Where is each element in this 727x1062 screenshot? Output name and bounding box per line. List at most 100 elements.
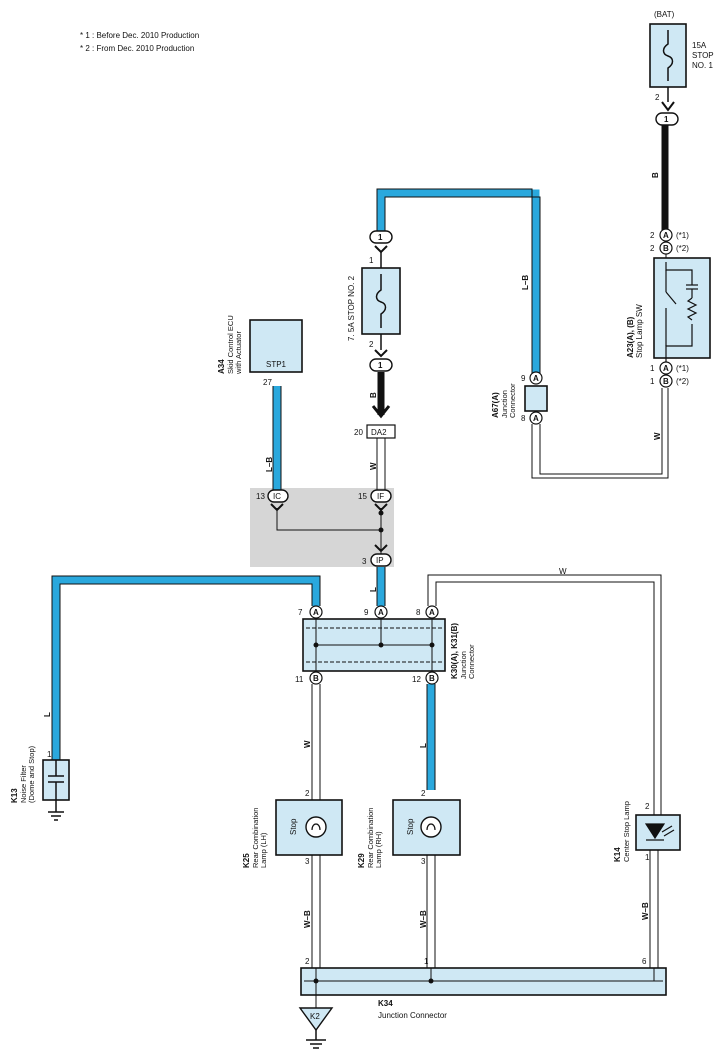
sw-conn-b-bot: B [663,377,669,386]
k30-pin-a9 [374,605,388,619]
a34-terminal: STP1 [266,360,287,369]
k30-pin-b11 [309,671,323,685]
plug-icon [661,101,675,112]
a34-id: A34 [217,359,226,374]
plug-icon-2 [374,245,388,254]
jb-conn-ip [370,553,392,567]
a34-name1: Skid Control ECU [226,315,235,374]
conn-1-bat-label: 1 [664,115,669,124]
k30-pin7: 7 [298,608,303,617]
k30-pin8: 8 [416,608,421,617]
da2-pin-num: 20 [354,428,363,437]
fuse1-pin-out: 2 [655,93,660,102]
fuse2-conn-in-label: 1 [378,233,383,242]
k30-pin12: 12 [412,675,421,684]
sw-conn-a-top: A [663,231,669,240]
plug-icon-4 [371,405,391,419]
k25-lamp-label: Stop [289,818,298,835]
a67-id: A67(A) [491,392,500,418]
sw-id: A23(A), (B) [626,316,635,358]
jb-pin3: 3 [362,557,367,566]
wire-lb-top-label: L–B [521,275,530,290]
bat-label: (BAT) [654,10,675,19]
da2-connector [366,424,396,439]
wire-wb-k25-label: W–B [303,910,312,928]
a67-conn-bot: A [533,414,539,423]
fuse1-name2: NO. 1 [692,61,713,70]
sw-pin-a2-num: 2 [650,231,655,240]
a67-pin8-num: 8 [521,414,526,423]
wire-wb-k14-label: W–B [641,902,650,920]
capacitor-icon [48,760,64,821]
bulb-icon-lh [305,816,327,838]
jb-if-label: IF [377,492,384,501]
fuse-icon [662,30,674,81]
k30-conn-b12: B [429,674,435,683]
ground-icon [306,1030,326,1049]
k13-name1: Noise Filter [19,765,28,803]
k29-id: K29 [357,853,366,868]
k30-pin-a8 [425,605,439,619]
sw-pin-a1 [659,361,673,375]
jb-conn-if [370,489,392,503]
sw-tag1-top: (*1) [676,231,689,240]
k13-pin: 1 [47,750,52,759]
sw-tag2-top: (*2) [676,244,689,253]
sw-pin-b2-num: 2 [650,244,655,253]
switch-icon [665,262,698,362]
k14-center-stop-lamp [635,814,681,851]
plug-icon-3 [374,349,388,358]
k25-name2: Lamp (LH) [259,832,268,868]
sw-pin-b1-num: 1 [650,377,655,386]
k30-conn-a7: A [313,608,319,617]
sw-conn-a-bot: A [663,364,669,373]
white-wires [276,388,669,1008]
k29-name1: Rear Combination [366,808,375,868]
wire-l-ip-label: L [369,587,378,592]
k14-id: K14 [613,847,622,862]
a67-pin-8 [529,411,543,425]
conn-1-bat [655,112,679,126]
wire-w-k14-label: W [559,567,567,576]
k30-id: K30(A), K31(B) [450,623,459,679]
sw-pin-a1-num: 1 [650,364,655,373]
k29-name2: Lamp (RH) [374,831,383,868]
jb-ic-label: IC [273,492,281,501]
a34-pin: 27 [263,378,272,387]
k25-pin-out: 3 [305,857,310,866]
a67-conn-top: A [533,374,539,383]
fuse1-amp: 15A [692,41,707,50]
k29-lamp-label: Stop [406,818,415,835]
k30-pin-b12 [425,671,439,685]
k13-name2: (Dome and Stop) [27,745,36,803]
sw-name: Stop Lamp SW [635,304,644,358]
sw-tag1-bot: (*1) [676,364,689,373]
k14-pin-out: 1 [645,853,650,862]
wire-lb-a67-top [377,189,540,378]
k34-pin6: 6 [642,957,647,966]
k25-pin-in: 2 [305,789,310,798]
note-2: * 2 : From Dec. 2010 Production [80,44,194,53]
sw-tag2-bot: (*2) [676,377,689,386]
k34-pin1: 1 [424,957,429,966]
jb-ip-label: IP [376,556,384,565]
wire-l-k13 [52,576,320,760]
a34-skid-control-ecu [249,319,303,373]
k30-conn-a8: A [429,608,435,617]
k34-id: K34 [378,999,393,1008]
sw-conn-b-top: B [663,244,669,253]
stop-lamp-switch [653,257,711,359]
wire-b-label: B [651,172,660,178]
bulb-icon-rh [420,816,442,838]
k14-pin-in: 2 [645,802,650,811]
a34-name2: with Actuator [234,331,243,375]
ground-k2 [298,1007,334,1032]
jb-conn-ic [267,489,289,503]
sw-pin-a2 [659,228,673,242]
fuse2-icon [375,274,387,328]
wire-w-da2-label: W [369,462,378,470]
blue-wires [52,189,540,790]
jb-pin13: 13 [256,492,265,501]
fuse2-pin-in: 1 [369,256,374,265]
k34-pin2: 2 [305,957,310,966]
